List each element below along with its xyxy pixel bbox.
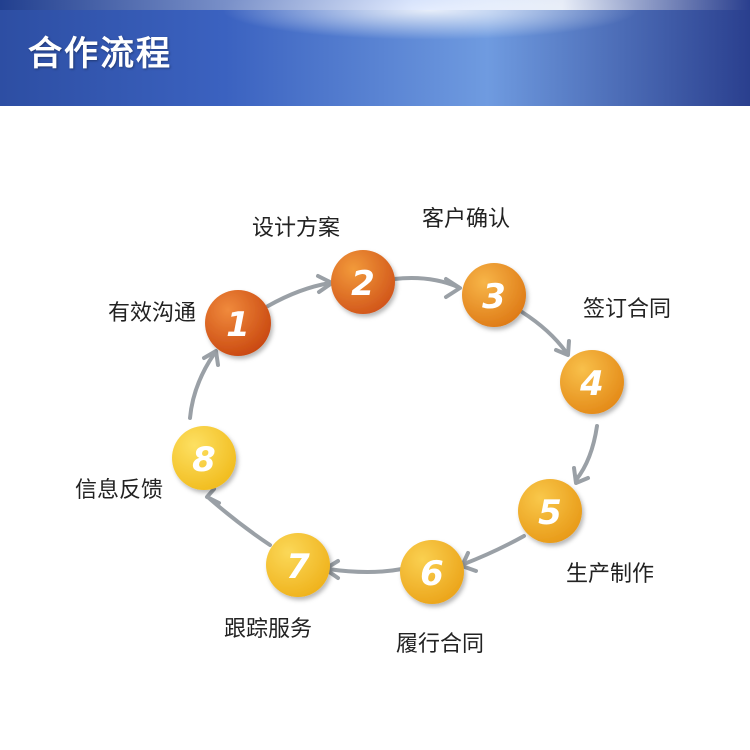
- arrow-4-5: [574, 424, 599, 482]
- step-number-7: 7: [286, 547, 310, 587]
- page-title: 合作流程: [28, 34, 172, 74]
- step-node-2: 2: [331, 250, 395, 314]
- step-node-1: 1: [205, 290, 271, 356]
- step-label-1: 有效沟通: [108, 301, 196, 326]
- step-node-7: 7: [266, 533, 330, 597]
- step-number-4: 4: [579, 364, 604, 404]
- step-number-3: 3: [482, 277, 506, 317]
- step-label-3: 客户确认: [422, 207, 510, 232]
- step-number-2: 2: [351, 264, 375, 304]
- step-number-6: 6: [420, 554, 444, 594]
- arrow-1-2: [266, 281, 332, 308]
- step-node-5: 5: [518, 479, 582, 543]
- cycle-arrows: [188, 276, 599, 574]
- content-area: [0, 106, 750, 750]
- arrow-8-1: [188, 352, 216, 420]
- step-number-1: 1: [226, 305, 250, 345]
- arrow-7-8: [208, 497, 272, 547]
- arrow-6-7: [326, 567, 404, 574]
- step-node-4: 4: [560, 350, 624, 414]
- step-number-8: 8: [192, 440, 216, 480]
- step-label-6: 履行合同: [396, 632, 484, 657]
- arrow-5-6: [462, 534, 526, 566]
- step-node-3: 3: [462, 263, 526, 327]
- step-label-5: 生产制作: [566, 562, 654, 587]
- step-label-7: 跟踪服务: [224, 617, 312, 642]
- arrow-3-4: [520, 310, 568, 354]
- step-number-5: 5: [538, 493, 562, 533]
- step-label-4: 签订合同: [583, 297, 671, 322]
- header-banner: 合作流程: [0, 0, 750, 106]
- step-node-6: 6: [400, 540, 464, 604]
- step-label-2: 设计方案: [252, 216, 340, 241]
- step-node-8: 8: [172, 426, 236, 490]
- step-label-8: 信息反馈: [75, 478, 163, 503]
